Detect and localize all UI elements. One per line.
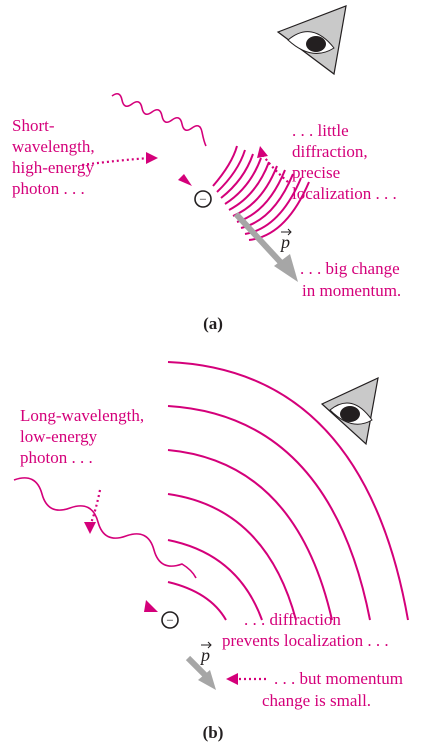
short-photon-wave [112, 94, 206, 146]
photon-label-pointer-a-head [146, 152, 158, 164]
photon-label-pointer-b-head [84, 522, 96, 534]
momentum-label-b: . . . but momentum change is small. [262, 669, 407, 710]
long-photon-arrowhead [144, 600, 158, 612]
momentum-symbol-a-group: p [279, 229, 291, 252]
momentum-pointer-b-head [226, 673, 238, 685]
photon-label-b: Long-wavelength, low-energy photon . . . [20, 406, 148, 467]
diffraction-label-a: . . . little diffraction, precise locali… [292, 121, 397, 203]
caption-a: (a) [203, 314, 223, 333]
momentum-label-a: . . . big change in momentum. [300, 259, 404, 300]
caption-b: (b) [203, 723, 224, 742]
photon-label-a: Short- wavelength, high-energy photon . … [12, 116, 99, 198]
momentum-symbol-b-group: p [199, 642, 211, 665]
panel-a: − p Short- wavelength, high-energy photo… [12, 6, 404, 333]
long-photon-wave [14, 478, 196, 578]
diffraction-pointer-a-head [257, 146, 268, 158]
electron-icon: − [195, 191, 211, 207]
electron-icon: − [162, 612, 178, 628]
electron-symbol-b: − [166, 613, 173, 628]
short-photon-arrowhead [178, 174, 192, 186]
diffraction-label-b: . . . diffraction prevents localization … [222, 610, 389, 650]
photon-label-pointer-b [90, 490, 100, 526]
eye-icon [278, 6, 346, 74]
panel-b: − p Long-wavelength, low-energy photon .… [14, 362, 408, 742]
electron-symbol-a: − [199, 192, 206, 207]
